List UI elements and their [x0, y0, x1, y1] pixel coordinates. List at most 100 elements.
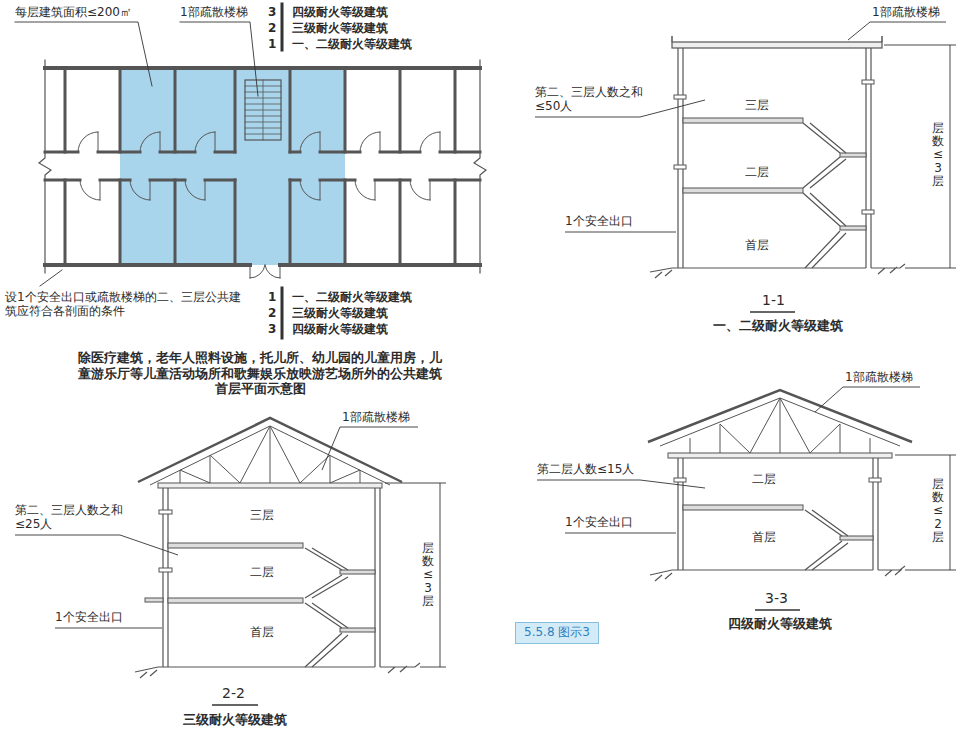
dimension-text: 层数≤3层	[932, 122, 944, 188]
section-3-3	[805, 510, 848, 570]
section-number: 1	[268, 290, 276, 304]
dimension-text: 层数≤2层	[932, 478, 944, 544]
section-1-1	[803, 123, 846, 268]
section-2-2	[180, 426, 360, 483]
section-3-3	[895, 455, 956, 570]
section-number: 1	[268, 37, 276, 51]
floor-plan	[15, 22, 258, 286]
section-2-2	[163, 488, 380, 667]
section-2-2	[15, 418, 446, 705]
floor-label: 二层	[250, 565, 274, 579]
section-2-2	[159, 568, 172, 572]
occupancy-note: 第二、三层人数之和≤50人	[535, 85, 647, 114]
stair-callout: 1部疏散楼梯	[180, 5, 248, 19]
section-subtitle: 三级耐火等级建筑	[183, 712, 287, 728]
section-name: 三级耐火等级建筑	[292, 306, 388, 320]
section-2-2	[135, 663, 420, 678]
exit-callout: 1个安全出口	[55, 610, 123, 624]
floor-label: 首层	[745, 238, 769, 252]
section-1-1	[672, 42, 882, 48]
section-1-1	[884, 45, 956, 268]
floor-plan	[39, 60, 486, 273]
floor-plan	[245, 80, 281, 140]
stair-callout: 1部疏散楼梯	[342, 410, 410, 424]
section-name: 四级耐火等级建筑	[292, 5, 388, 19]
exit-callout: 1个安全出口	[565, 515, 633, 529]
section-1-1	[535, 22, 956, 312]
section-1-1	[840, 153, 866, 157]
section-title: 2-2	[222, 685, 245, 702]
section-2-2	[15, 427, 418, 628]
occupancy-note: 第二层人数≤15人	[537, 462, 634, 476]
floor-plan	[78, 132, 440, 152]
section-2-2	[158, 483, 382, 488]
section-number: 3	[268, 322, 276, 336]
section-subtitle: 一、二级耐火等级建筑	[713, 318, 843, 334]
section-2-2	[385, 483, 446, 667]
section-name: 三级耐火等级建筑	[292, 21, 388, 35]
section-3-3	[674, 478, 686, 482]
section-number: 2	[268, 21, 276, 35]
section-title: 3-3	[765, 590, 788, 607]
exit-callout: 1个安全出口	[565, 214, 633, 228]
plan-note: 设1个安全出口或疏散楼梯的二、三层公共建筑应符合各剖面的条件	[5, 290, 245, 319]
occupancy-note: 第二、三层人数之和≤25人	[15, 503, 127, 532]
floor-label: 二层	[752, 472, 776, 486]
floor-label: 三层	[250, 508, 274, 522]
section-1-1	[674, 165, 686, 169]
section-1-1	[683, 188, 803, 193]
section-2-2	[340, 628, 375, 632]
section-3-3	[755, 609, 800, 611]
floor-plan	[281, 4, 284, 338]
section-2-2	[150, 426, 390, 485]
section-3-3	[840, 536, 873, 540]
section-3-3	[869, 478, 881, 482]
section-2-2	[145, 598, 163, 602]
section-1-1	[678, 48, 871, 268]
section-1-1	[672, 36, 882, 42]
floor-plan	[250, 265, 280, 278]
section-1-1	[650, 264, 905, 278]
section-1-1	[683, 118, 803, 123]
section-1-1	[840, 226, 866, 230]
floor-plan	[45, 68, 480, 265]
section-name: 一、二级耐火等级建筑	[292, 37, 412, 51]
figure-badge: 5.5.8 图示3	[515, 622, 599, 644]
floor-plan	[80, 180, 430, 200]
section-3-3	[678, 458, 878, 570]
floor-plan	[65, 68, 455, 152]
section-2-2	[168, 598, 303, 603]
section-name: 四级耐火等级建筑	[292, 322, 388, 336]
dimension-text: 层数≤3层	[422, 542, 434, 608]
section-1-1	[862, 210, 874, 214]
section-3-3	[650, 566, 905, 581]
section-number: 2	[268, 306, 276, 320]
badge-text: 5.5.8 图示3	[524, 625, 590, 639]
section-3-3	[537, 387, 956, 610]
section-1-1	[674, 95, 686, 99]
section-subtitle: 四级耐火等级建筑	[728, 616, 832, 632]
floor-label: 首层	[250, 625, 274, 639]
section-2-2	[212, 704, 258, 706]
plan-note: 每层建筑面积≤200㎡	[15, 5, 132, 19]
section-title: 1-1	[762, 292, 785, 309]
section-3-3	[537, 387, 920, 533]
floor-plan	[120, 68, 345, 265]
section-3-3	[668, 453, 892, 458]
floor-plan	[15, 4, 486, 338]
section-2-2	[305, 548, 348, 667]
stair-callout: 1部疏散楼梯	[845, 370, 913, 384]
floor-plan	[45, 151, 480, 154]
section-1-1	[862, 80, 874, 84]
floor-plan	[65, 180, 455, 265]
floor-plan	[245, 80, 281, 140]
floor-label: 二层	[745, 165, 769, 179]
section-name: 一、二级耐火等级建筑	[292, 290, 412, 304]
stair-callout: 1部疏散楼梯	[872, 5, 940, 19]
floor-label: 首层	[752, 530, 776, 544]
section-2-2	[168, 543, 303, 548]
section-2-2	[340, 570, 375, 574]
section-1-1	[535, 22, 946, 232]
floor-plan	[45, 179, 480, 182]
section-number: 3	[268, 5, 276, 19]
